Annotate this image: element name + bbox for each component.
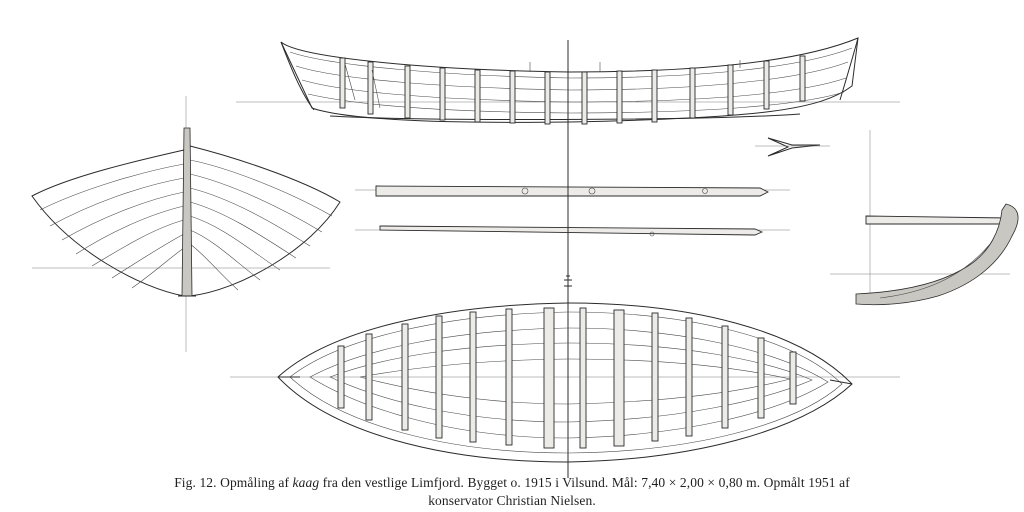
rudder-blade: [855, 203, 1019, 306]
caption-prefix: Fig. 12. Opmåling af: [174, 475, 293, 490]
mast: [375, 185, 770, 197]
rudder-drawing: [830, 130, 1019, 306]
rudder-grain: [879, 243, 991, 299]
tiller: [865, 215, 1009, 225]
plank-line-2: [301, 77, 847, 103]
knees-side: [344, 63, 381, 109]
hull-profile: [280, 37, 859, 123]
caption-boat-type: kaag: [292, 475, 320, 490]
frames-plan: [337, 307, 797, 449]
hull-section-left: [31, 149, 185, 297]
stem-stern-plan: [278, 376, 853, 385]
frame-lines-right: [189, 159, 333, 291]
side-elevation: [236, 37, 900, 125]
body-plan: [31, 96, 341, 352]
figure-caption: Fig. 12. Opmåling af kaag fra den vestli…: [0, 474, 1024, 510]
stem-section: [181, 127, 193, 297]
sprit: [379, 225, 764, 236]
keel-line: [329, 113, 801, 121]
plan-view: [230, 40, 900, 478]
caption-details: fra den vestlige Limfjord. Bygget o. 191…: [319, 475, 850, 490]
plank-plan-1: [309, 327, 829, 439]
stern-post: [839, 37, 859, 101]
frame-lines-left: [39, 163, 185, 289]
hull-section-right: [189, 145, 341, 297]
sheer-strake: [289, 47, 853, 79]
caption-line-2: konservator Christian Nielsen.: [428, 493, 596, 508]
gunwale-inner: [289, 311, 843, 454]
frames-side: [339, 55, 806, 125]
spars: [355, 137, 830, 237]
plank-line-1: [295, 61, 849, 91]
mast-fitting: [767, 137, 821, 157]
stem-post: [280, 41, 315, 111]
midship-mark: [564, 275, 572, 287]
caption-line-1: Fig. 12. Opmåling af kaag fra den vestli…: [0, 474, 1024, 492]
thole-pins: [529, 60, 741, 72]
